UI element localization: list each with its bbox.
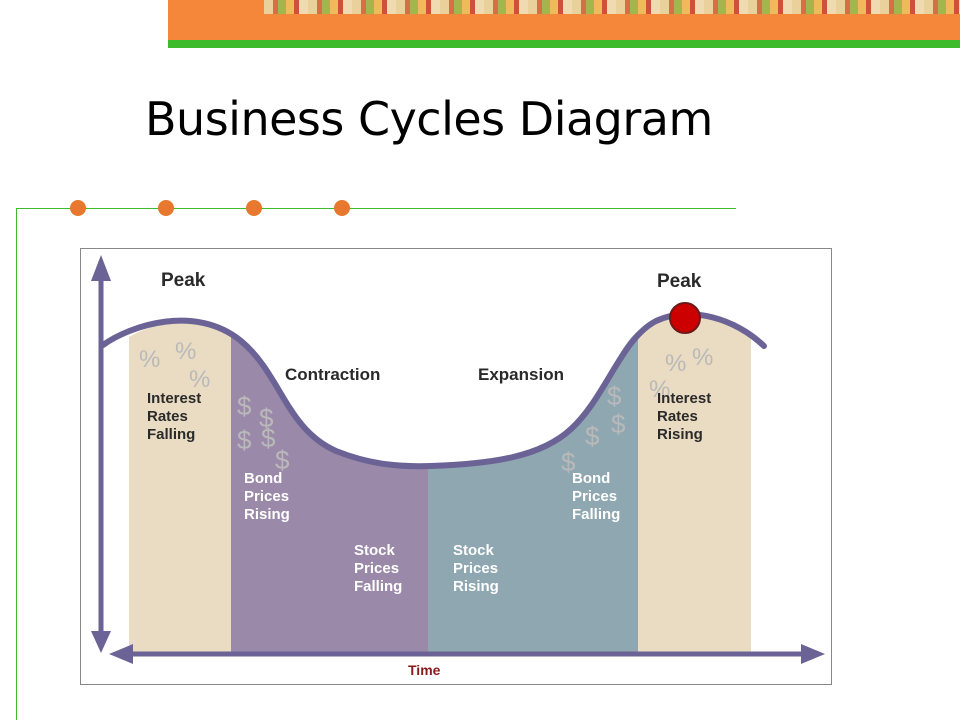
svg-text:Interest: Interest bbox=[147, 390, 201, 407]
svg-text:$: $ bbox=[275, 445, 290, 475]
band-peak-right bbox=[638, 314, 751, 654]
svg-text:Falling: Falling bbox=[572, 506, 620, 523]
svg-text:Prices: Prices bbox=[354, 560, 399, 577]
frame-rule-vertical bbox=[16, 208, 17, 720]
stock-prices-rising-label: Stock Prices Rising bbox=[453, 542, 499, 595]
svg-text:Rising: Rising bbox=[244, 506, 290, 523]
svg-text:Rates: Rates bbox=[147, 408, 188, 425]
svg-text:$: $ bbox=[611, 409, 626, 439]
svg-text:Falling: Falling bbox=[354, 578, 402, 595]
x-axis-arrow-right bbox=[801, 644, 825, 664]
svg-text:$: $ bbox=[561, 447, 576, 477]
svg-text:Bond: Bond bbox=[572, 470, 610, 487]
bond-prices-rising-label: Bond Prices Rising bbox=[244, 470, 290, 523]
peak-marker bbox=[669, 302, 701, 334]
svg-text:Stock: Stock bbox=[453, 542, 495, 559]
x-axis-arrow-left bbox=[109, 644, 133, 664]
svg-text:Rising: Rising bbox=[657, 426, 703, 443]
percent-symbols-left: % % % bbox=[139, 338, 210, 393]
svg-text:Rates: Rates bbox=[657, 408, 698, 425]
bullet-dot bbox=[246, 200, 262, 216]
svg-text:Prices: Prices bbox=[453, 560, 498, 577]
svg-text:Falling: Falling bbox=[147, 426, 195, 443]
svg-text:$: $ bbox=[237, 425, 252, 455]
svg-text:Rising: Rising bbox=[453, 578, 499, 595]
dollar-symbols-left: $ $ $ $ $ bbox=[237, 391, 290, 475]
svg-text:Prices: Prices bbox=[244, 488, 289, 505]
svg-text:$: $ bbox=[237, 391, 252, 421]
svg-text:$: $ bbox=[259, 403, 274, 433]
header-banner-stripe bbox=[168, 40, 960, 48]
band-contraction bbox=[231, 331, 428, 654]
peak-label-left: Peak bbox=[161, 270, 206, 291]
band-peak-left bbox=[129, 320, 231, 654]
svg-text:%: % bbox=[189, 366, 210, 393]
bullet-dot bbox=[334, 200, 350, 216]
expansion-label: Expansion bbox=[478, 365, 564, 384]
interest-rates-falling-label: Interest Rates Falling bbox=[147, 390, 201, 443]
diagram-canvas: % % % % % % $ $ $ $ $ $ $ $ $ Peak Peak … bbox=[91, 255, 825, 678]
svg-text:Bond: Bond bbox=[244, 470, 282, 487]
bullet-dot bbox=[158, 200, 174, 216]
svg-text:Interest: Interest bbox=[657, 390, 711, 407]
frame-rule-horizontal bbox=[16, 208, 736, 209]
percent-symbols-right: % % % bbox=[649, 344, 713, 403]
dollar-symbols-right: $ $ $ $ bbox=[561, 381, 626, 477]
header-banner bbox=[168, 0, 960, 40]
time-axis-label: Time bbox=[408, 662, 441, 678]
svg-text:$: $ bbox=[261, 423, 276, 453]
cycle-curve bbox=[100, 311, 767, 470]
svg-text:Stock: Stock bbox=[354, 542, 396, 559]
bullet-dot bbox=[70, 200, 86, 216]
svg-text:%: % bbox=[175, 338, 196, 365]
svg-text:%: % bbox=[692, 344, 713, 371]
contraction-label: Contraction bbox=[285, 365, 380, 384]
svg-text:%: % bbox=[649, 376, 670, 403]
business-cycle-diagram: % % % % % % $ $ $ $ $ $ $ $ $ Peak Peak … bbox=[80, 248, 832, 685]
banner-floral-pattern bbox=[264, 0, 960, 14]
svg-text:%: % bbox=[139, 346, 160, 373]
peak-label-right: Peak bbox=[657, 271, 702, 292]
bond-prices-falling-label: Bond Prices Falling bbox=[572, 470, 620, 523]
stock-prices-falling-label: Stock Prices Falling bbox=[354, 542, 402, 595]
y-axis-arrow-up bbox=[91, 255, 111, 281]
svg-text:$: $ bbox=[607, 381, 622, 411]
svg-text:$: $ bbox=[585, 421, 600, 451]
slide-title: Business Cycles Diagram bbox=[145, 92, 713, 146]
interest-rates-rising-label: Interest Rates Rising bbox=[657, 390, 711, 443]
y-axis-arrow-down bbox=[91, 631, 111, 653]
svg-text:%: % bbox=[665, 350, 686, 377]
svg-text:Prices: Prices bbox=[572, 488, 617, 505]
